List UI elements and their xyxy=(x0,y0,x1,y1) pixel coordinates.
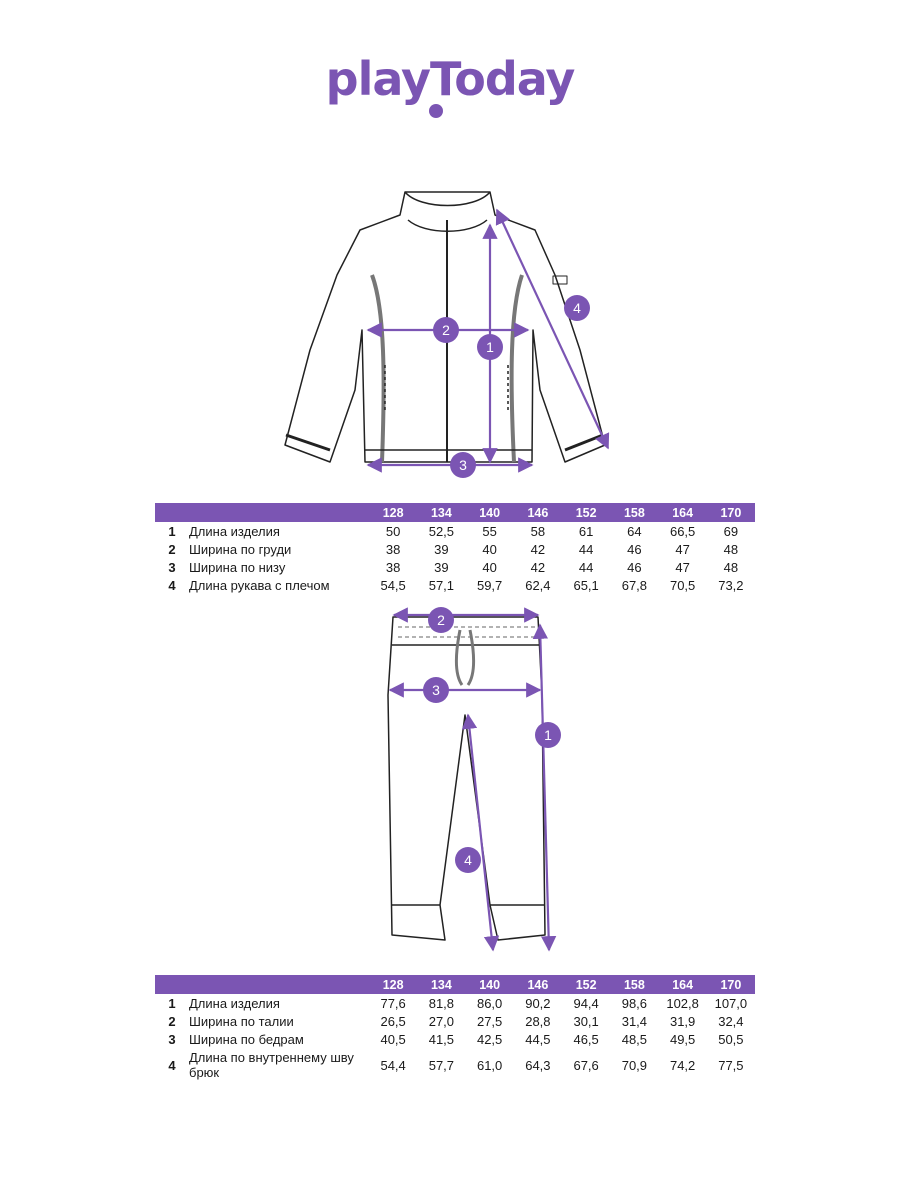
size-header: 164 xyxy=(658,975,707,994)
size-header: 152 xyxy=(562,503,611,522)
size-header: 134 xyxy=(417,503,466,522)
table-row: 2 Ширина по груди 38 39 40 42 44 46 47 4… xyxy=(168,541,739,557)
brand-logo: playToday xyxy=(0,52,900,106)
size-header: 164 xyxy=(658,503,707,522)
pants-marker-4-label: 4 xyxy=(464,852,472,868)
jacket-marker-4: 4 xyxy=(564,295,590,321)
pants-marker-4: 4 xyxy=(455,847,481,873)
size-header: 170 xyxy=(706,975,755,994)
table-row: 3 Ширина по бедрам 40,5 41,5 42,5 44,5 4… xyxy=(168,1031,744,1047)
size-header: 128 xyxy=(369,503,418,522)
size-header: 170 xyxy=(706,503,755,522)
size-header: 146 xyxy=(513,503,562,522)
table-row: 4 Длина по внутреннему шву брюк 54,4 57,… xyxy=(168,1050,744,1080)
size-header: 152 xyxy=(562,975,611,994)
table-row: 1 Длина изделия 77,6 81,8 86,0 90,2 94,4… xyxy=(168,995,748,1011)
pants-marker-2: 2 xyxy=(428,607,454,633)
jacket-marker-2: 2 xyxy=(433,317,459,343)
jacket-marker-3: 3 xyxy=(450,452,476,478)
size-header: 134 xyxy=(417,975,466,994)
size-header: 128 xyxy=(369,975,418,994)
size-header: 158 xyxy=(610,503,659,522)
jacket-marker-2-label: 2 xyxy=(442,322,450,338)
pants-marker-2-label: 2 xyxy=(437,612,445,628)
pants-marker-1: 1 xyxy=(535,722,561,748)
jacket-size-header: 128 134 140 146 152 158 164 170 xyxy=(155,503,755,522)
size-header: 146 xyxy=(513,975,562,994)
table-row: 4 Длина рукава с плечом 54,5 57,1 59,7 6… xyxy=(168,577,744,593)
size-header: 158 xyxy=(610,975,659,994)
pants-marker-3-label: 3 xyxy=(432,682,440,698)
brand-logo-dot xyxy=(429,104,443,118)
size-header: 140 xyxy=(465,503,514,522)
jacket-marker-1-label: 1 xyxy=(486,339,494,355)
size-header: 140 xyxy=(465,975,514,994)
brand-logo-text: playToday xyxy=(325,52,576,106)
table-row: 2 Ширина по талии 26,5 27,0 27,5 28,8 30… xyxy=(168,1013,744,1029)
pants-drawing: 1 2 3 4 xyxy=(387,607,561,952)
pants-marker-3: 3 xyxy=(423,677,449,703)
pants-marker-1-label: 1 xyxy=(544,727,552,743)
jacket-drawing: 1 2 3 4 xyxy=(284,191,610,478)
jacket-marker-4-label: 4 xyxy=(573,300,581,316)
pants-size-table: 128 134 140 146 152 158 164 170 1 Длина … xyxy=(155,975,755,1082)
pants-size-header: 128 134 140 146 152 158 164 170 xyxy=(155,975,755,994)
table-row: 1 Длина изделия 50 52,5 55 58 61 64 66,5… xyxy=(168,523,739,539)
jacket-marker-3-label: 3 xyxy=(459,457,467,473)
jacket-size-table: 128 134 140 146 152 158 164 170 1 Длина … xyxy=(155,503,755,594)
jacket-marker-1: 1 xyxy=(477,334,503,360)
table-row: 3 Ширина по низу 38 39 40 42 44 46 47 48 xyxy=(168,559,739,575)
